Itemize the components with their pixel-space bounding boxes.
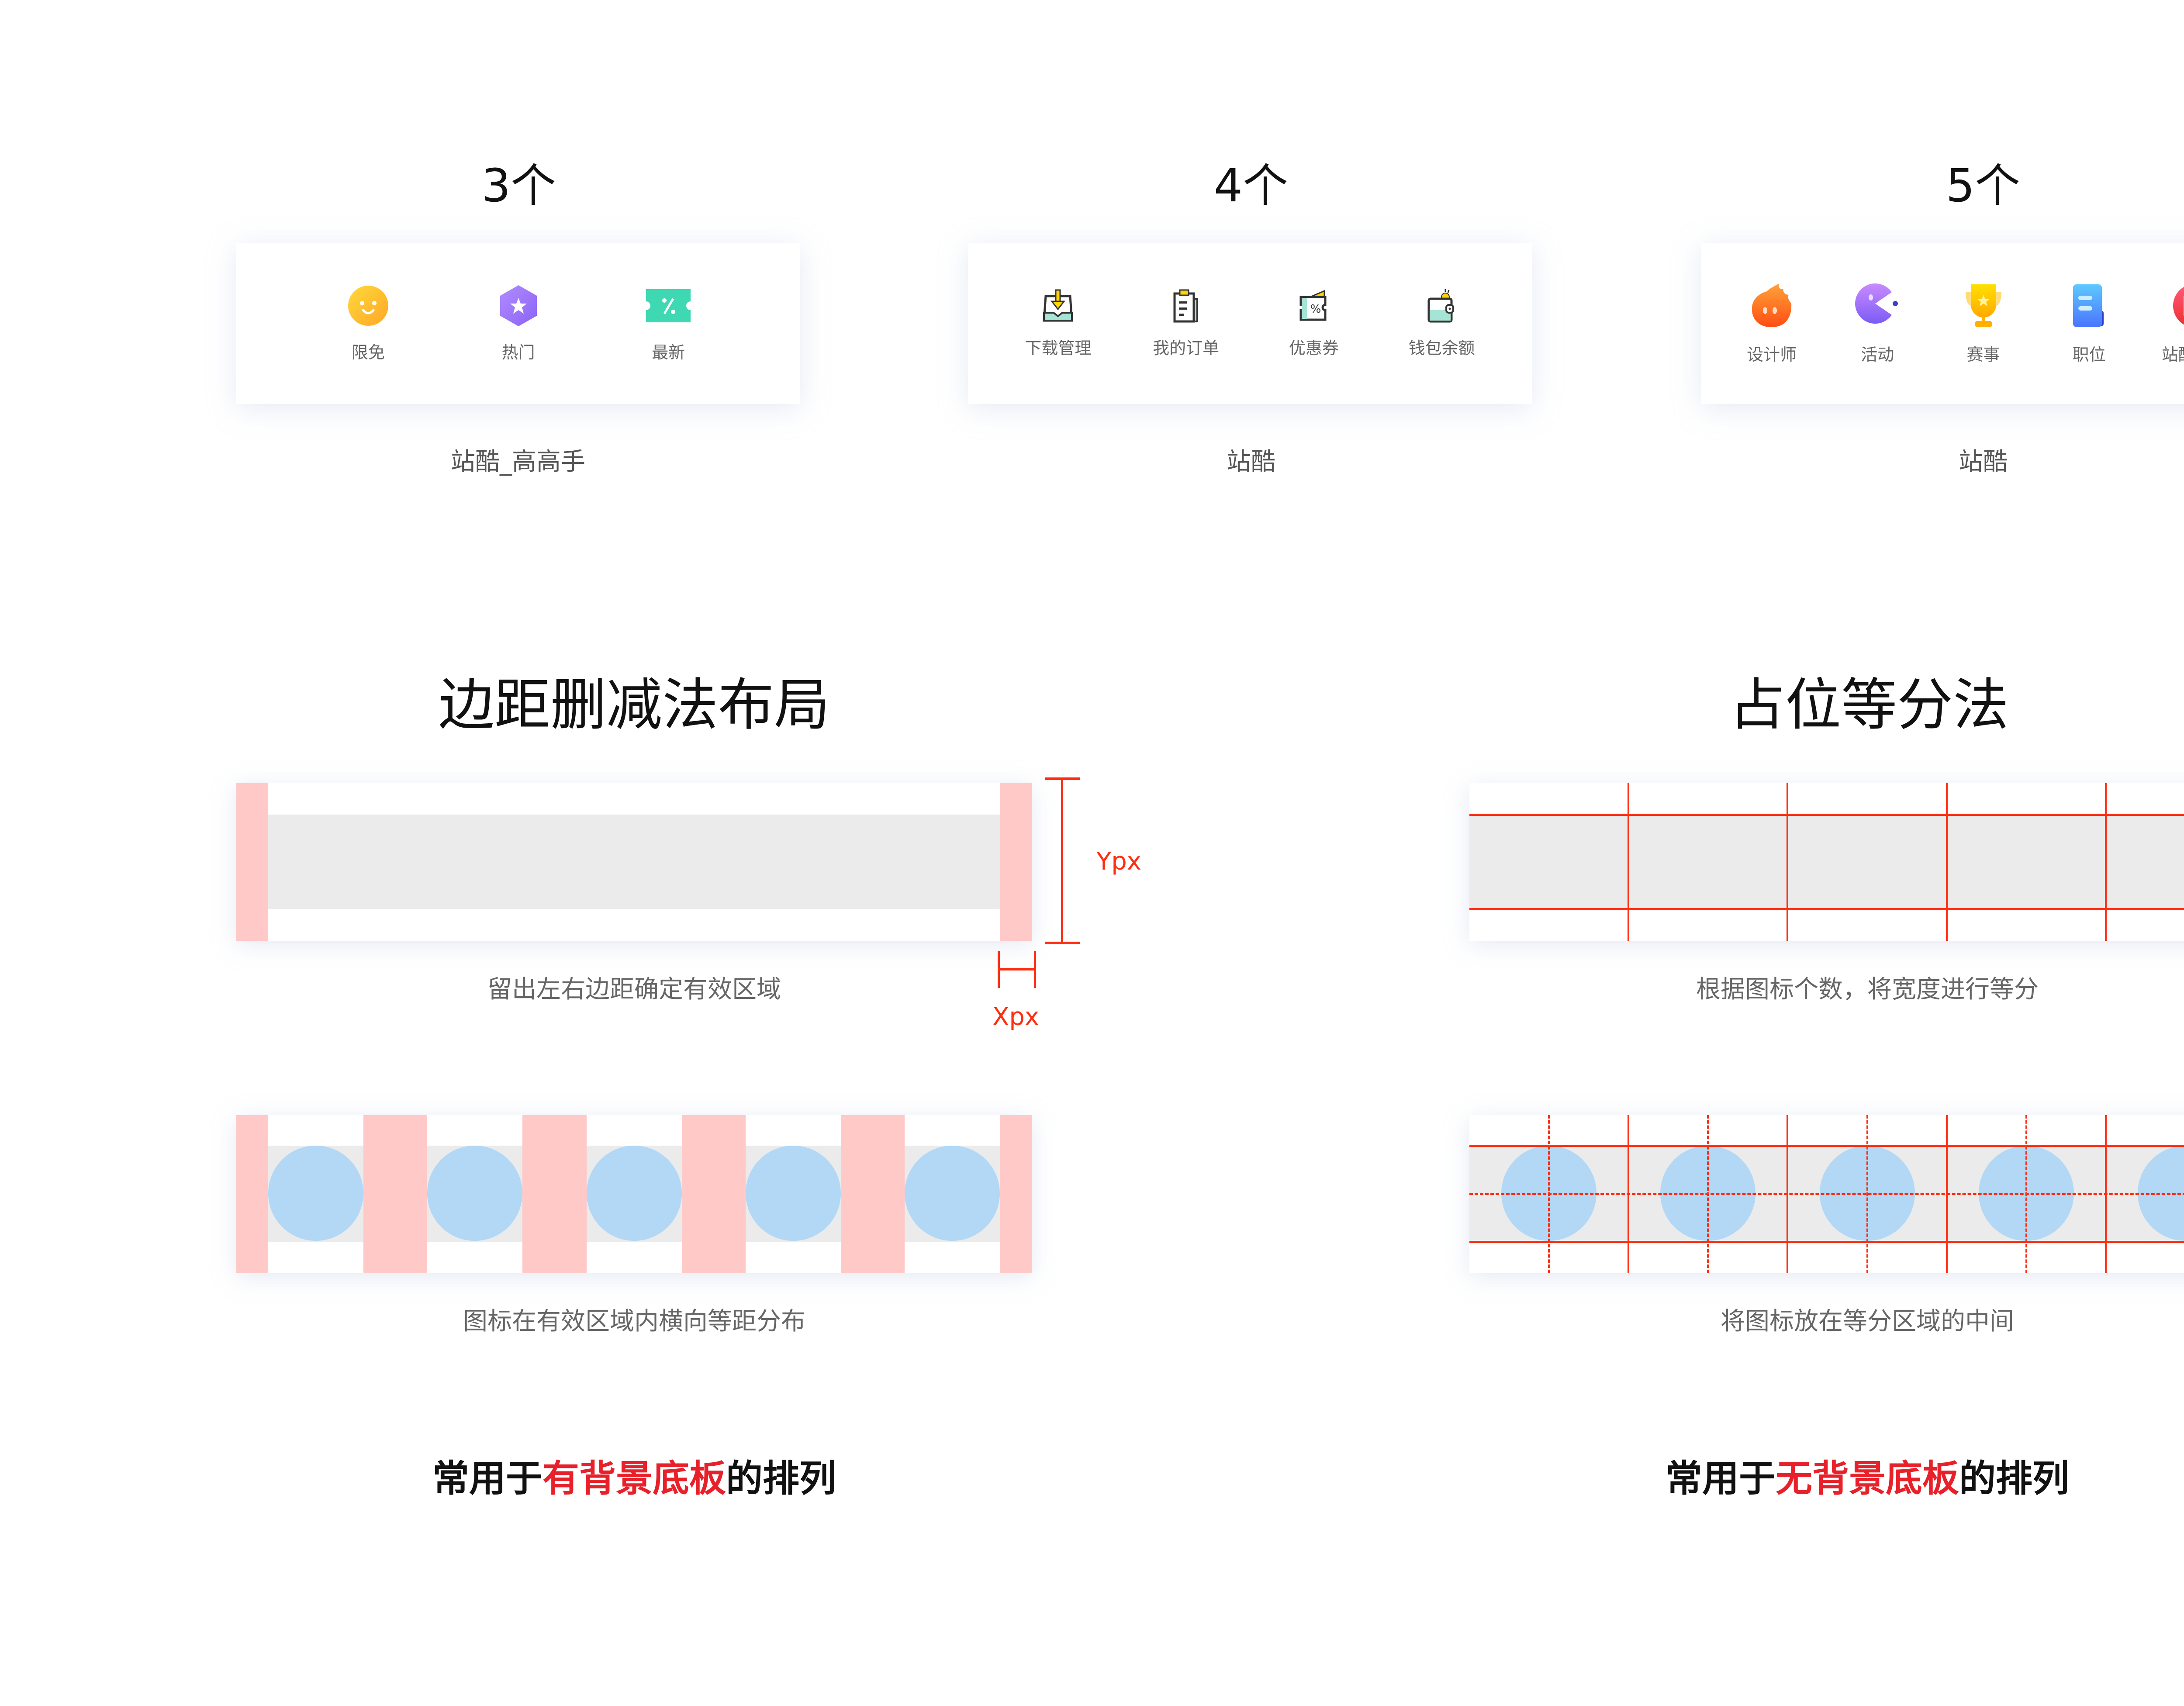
wallet-icon (1427, 289, 1454, 323)
cell-center-guide (1548, 1115, 1550, 1273)
icon-gap (363, 1115, 428, 1273)
nav-item[interactable]: % 优惠券 (1250, 288, 1378, 359)
download-tray-icon (1043, 289, 1074, 322)
nav-item-label: 站酷海洛 (2161, 345, 2184, 364)
bottom-guide-line (1469, 908, 2184, 910)
margin-diagram-step1 (236, 783, 1032, 941)
cell-center-guide (1866, 1115, 1868, 1273)
right-margin (1000, 783, 1032, 941)
division-line (1946, 783, 1948, 941)
icon-placeholder (745, 1146, 841, 1241)
division-step1-caption: 根据图标个数，将宽度进行等分 (1696, 975, 2039, 1004)
usage-highlight: 有背景底板 (542, 1457, 726, 1500)
cell-center-guide (1707, 1115, 1709, 1273)
example-card-3-icons: 限免 热门 最新 (236, 243, 800, 404)
camera-badge-icon (2173, 287, 2184, 325)
count-title-4: 4个 (1213, 159, 1289, 212)
x-measure-bracket (998, 951, 1036, 988)
heading-margin-method: 边距删减法布局 (438, 673, 830, 738)
usage-suffix: 的排列 (1959, 1457, 2070, 1500)
icon-placeholder (586, 1146, 682, 1241)
y-measure-bracket (1045, 777, 1080, 944)
icon-placeholder (905, 1146, 1000, 1241)
heading-equal-division-method: 占位等分法 (1729, 673, 2009, 738)
division-line (2105, 783, 2107, 941)
y-measure-label: Ypx (1096, 847, 1141, 876)
nav-item-label: 下载管理 (1025, 338, 1092, 358)
nav-item[interactable]: 我的订单 (1122, 288, 1250, 359)
nav-item-label: 职位 (2072, 345, 2106, 364)
pacman-icon (1855, 283, 1898, 324)
division-line (1787, 783, 1789, 941)
center-guide-line (1469, 1193, 2184, 1195)
nav-item[interactable]: 赛事 (1930, 282, 2036, 365)
svg-text:%: % (1310, 303, 1321, 316)
clipboard-order-icon (1173, 289, 1199, 323)
icon-gap (840, 1115, 905, 1273)
usage-highlight: 无背景底板 (1775, 1457, 1959, 1500)
source-caption-5: 站酷 (1959, 448, 2008, 476)
document-scroll-icon (2073, 284, 2104, 327)
nav-item[interactable]: 设计师 (1719, 282, 1825, 365)
nav-item-label: 我的订单 (1153, 338, 1220, 358)
count-title-3: 3个 (481, 159, 556, 212)
margin-step2-caption: 图标在有效区域内横向等距分布 (463, 1307, 805, 1336)
nav-item[interactable]: 活动 (1825, 282, 1930, 365)
x-measure-label: Xpx (992, 1003, 1040, 1031)
discount-ticket-icon (646, 289, 691, 322)
usage-suffix: 的排列 (726, 1457, 836, 1500)
nav-item[interactable]: 热门 (443, 284, 594, 363)
nav-item-label: 钱包余额 (1408, 338, 1475, 358)
nav-item-label: 限免 (351, 343, 385, 362)
division-diagram-step1 (1469, 783, 2184, 941)
margin-diagram-step2 (236, 1115, 1032, 1273)
nav-item[interactable]: 下载管理 (994, 288, 1122, 359)
division-line (1628, 783, 1630, 941)
margin-step1-caption: 留出左右边距确定有效区域 (487, 975, 781, 1004)
nav-item[interactable]: 限免 (293, 284, 443, 363)
cell-center-guide (2025, 1115, 2027, 1273)
icon-gap (522, 1115, 587, 1273)
left-margin (236, 1115, 268, 1273)
nav-item[interactable]: 职位 (2036, 282, 2142, 365)
division-step2-caption: 将图标放在等分区域的中间 (1721, 1307, 2014, 1336)
hexagon-star-icon (500, 285, 537, 326)
nav-item-label: 优惠券 (1289, 338, 1339, 358)
count-title-5: 5个 (1946, 159, 2021, 212)
trophy-icon (1965, 284, 2001, 327)
nav-item-label: 活动 (1861, 345, 1894, 364)
icon-placeholder (427, 1146, 523, 1241)
nav-item-label: 赛事 (1966, 345, 2000, 364)
flame-face-icon (1752, 283, 1792, 327)
usage-prefix: 常用于 (432, 1457, 543, 1500)
smiley-coin-icon (348, 286, 388, 326)
usage-prefix: 常用于 (1665, 1457, 1776, 1500)
icon-gap (681, 1115, 746, 1273)
effective-area-band (1469, 815, 2184, 909)
nav-item-label: 最新 (652, 343, 685, 362)
example-card-4-icons: 下载管理 我的订单 % 优惠券 钱包余额 (968, 243, 1532, 404)
source-caption-4: 站酷 (1227, 448, 1275, 476)
icon-placeholder (268, 1146, 363, 1241)
source-caption-3: 站酷_高高手 (451, 448, 585, 476)
nav-item[interactable]: 站酷海洛 (2142, 282, 2184, 365)
right-margin (1000, 1115, 1032, 1273)
nav-item[interactable]: 钱包余额 (1378, 288, 1506, 359)
division-diagram-step2 (1469, 1115, 2184, 1273)
division-usage-statement: 常用于无背景底板的排列 (1666, 1449, 2069, 1502)
nav-item[interactable]: 最新 (593, 284, 743, 363)
margin-usage-statement: 常用于有背景底板的排列 (432, 1449, 836, 1502)
bottom-guide-line (1469, 1241, 2184, 1243)
coupon-icon: % (1299, 290, 1327, 321)
top-guide-line (1469, 814, 2184, 816)
nav-item-label: 热门 (501, 343, 535, 362)
example-card-5-icons: 设计师 活动 赛事 职位 (1701, 243, 2184, 404)
left-margin (236, 783, 268, 941)
nav-item-label: 设计师 (1747, 345, 1797, 364)
effective-area-band (236, 815, 1032, 909)
top-guide-line (1469, 1145, 2184, 1147)
